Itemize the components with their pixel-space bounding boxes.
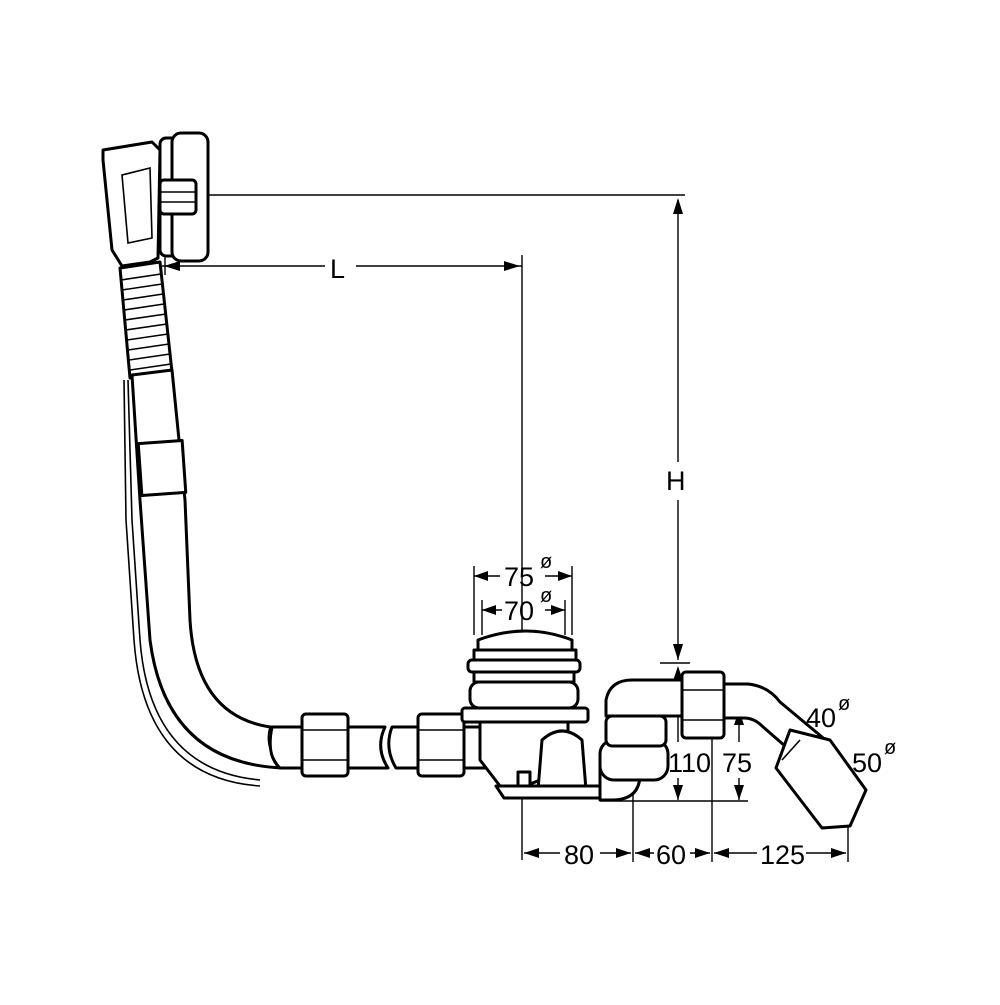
label-outlet-inner: 70 — [504, 596, 534, 626]
union-nut-2 — [416, 712, 466, 778]
trap-union-nut — [680, 670, 726, 740]
d80-arrow-right — [616, 848, 631, 858]
label-length: L — [330, 254, 345, 284]
label-offset-a: 80 — [564, 840, 594, 870]
overflow-downpipe — [123, 368, 286, 787]
main-outlet — [460, 629, 626, 800]
label-outlet-outer: 75 — [504, 562, 534, 592]
trap-assembly — [598, 670, 868, 830]
trap-elbow — [604, 678, 692, 718]
pipe-break-1 — [267, 726, 281, 769]
union-nut-1 — [300, 712, 350, 778]
l-arrow-left — [164, 261, 180, 271]
h-arrow-bottom — [673, 644, 683, 660]
pop-up-cable — [127, 379, 261, 781]
dimension-lines — [150, 194, 849, 862]
d110-arrow-bottom — [673, 785, 683, 800]
reducer-sleeve — [774, 728, 868, 830]
d125-arrow-left — [714, 848, 729, 858]
label-height: H — [666, 466, 686, 496]
label-pipe-small: 40 — [806, 703, 836, 733]
label-connector-height: 75 — [722, 748, 752, 778]
label-offset-b: 60 — [656, 840, 686, 870]
h-arrow-top — [673, 198, 683, 214]
overflow-screw-boss — [158, 178, 198, 216]
label-pipe-large-symbol: ø — [884, 737, 896, 759]
d125-arrow-right — [831, 848, 846, 858]
corrugated-connector — [118, 260, 174, 380]
trap-dome — [536, 729, 588, 792]
pipe-segment-3 — [387, 725, 420, 770]
d75v-arrow-bottom — [734, 785, 744, 800]
label-outlet-inner-symbol: ø — [540, 585, 552, 607]
corrugation-rings — [120, 273, 172, 371]
pipe-segment-1 — [268, 725, 304, 770]
d60-arrow-right — [695, 848, 710, 858]
pipe-segment-2 — [346, 725, 390, 770]
d75-arrow-right — [558, 571, 572, 581]
trap-body — [604, 714, 668, 748]
outlet-ring-1 — [466, 658, 582, 674]
dimension-labels: L H 75 ø 70 ø 110 75 40 ø 50 ø 80 60 125 — [330, 254, 896, 870]
label-pipe-large: 50 — [852, 748, 882, 778]
overflow-head — [101, 131, 210, 268]
d70-arrow-left — [482, 605, 496, 615]
d75-arrow-left — [474, 571, 488, 581]
label-offset-c: 125 — [760, 840, 805, 870]
label-pipe-small-symbol: ø — [838, 693, 850, 715]
label-trap-height: 110 — [668, 748, 711, 778]
overflow-housing-inner — [121, 166, 153, 244]
d70-arrow-right — [551, 605, 565, 615]
pop-up-cable-outer — [123, 379, 261, 787]
outlet-nut — [460, 706, 590, 724]
reducer-ring — [781, 739, 801, 761]
d60-arrow-left — [635, 848, 650, 858]
downpipe-sleeve — [136, 439, 188, 497]
outlet-gasket — [468, 680, 580, 710]
d80-arrow-left — [524, 848, 539, 858]
l-arrow-right — [504, 261, 520, 271]
outlet-cap — [476, 629, 574, 652]
label-outlet-outer-symbol: ø — [540, 551, 552, 573]
